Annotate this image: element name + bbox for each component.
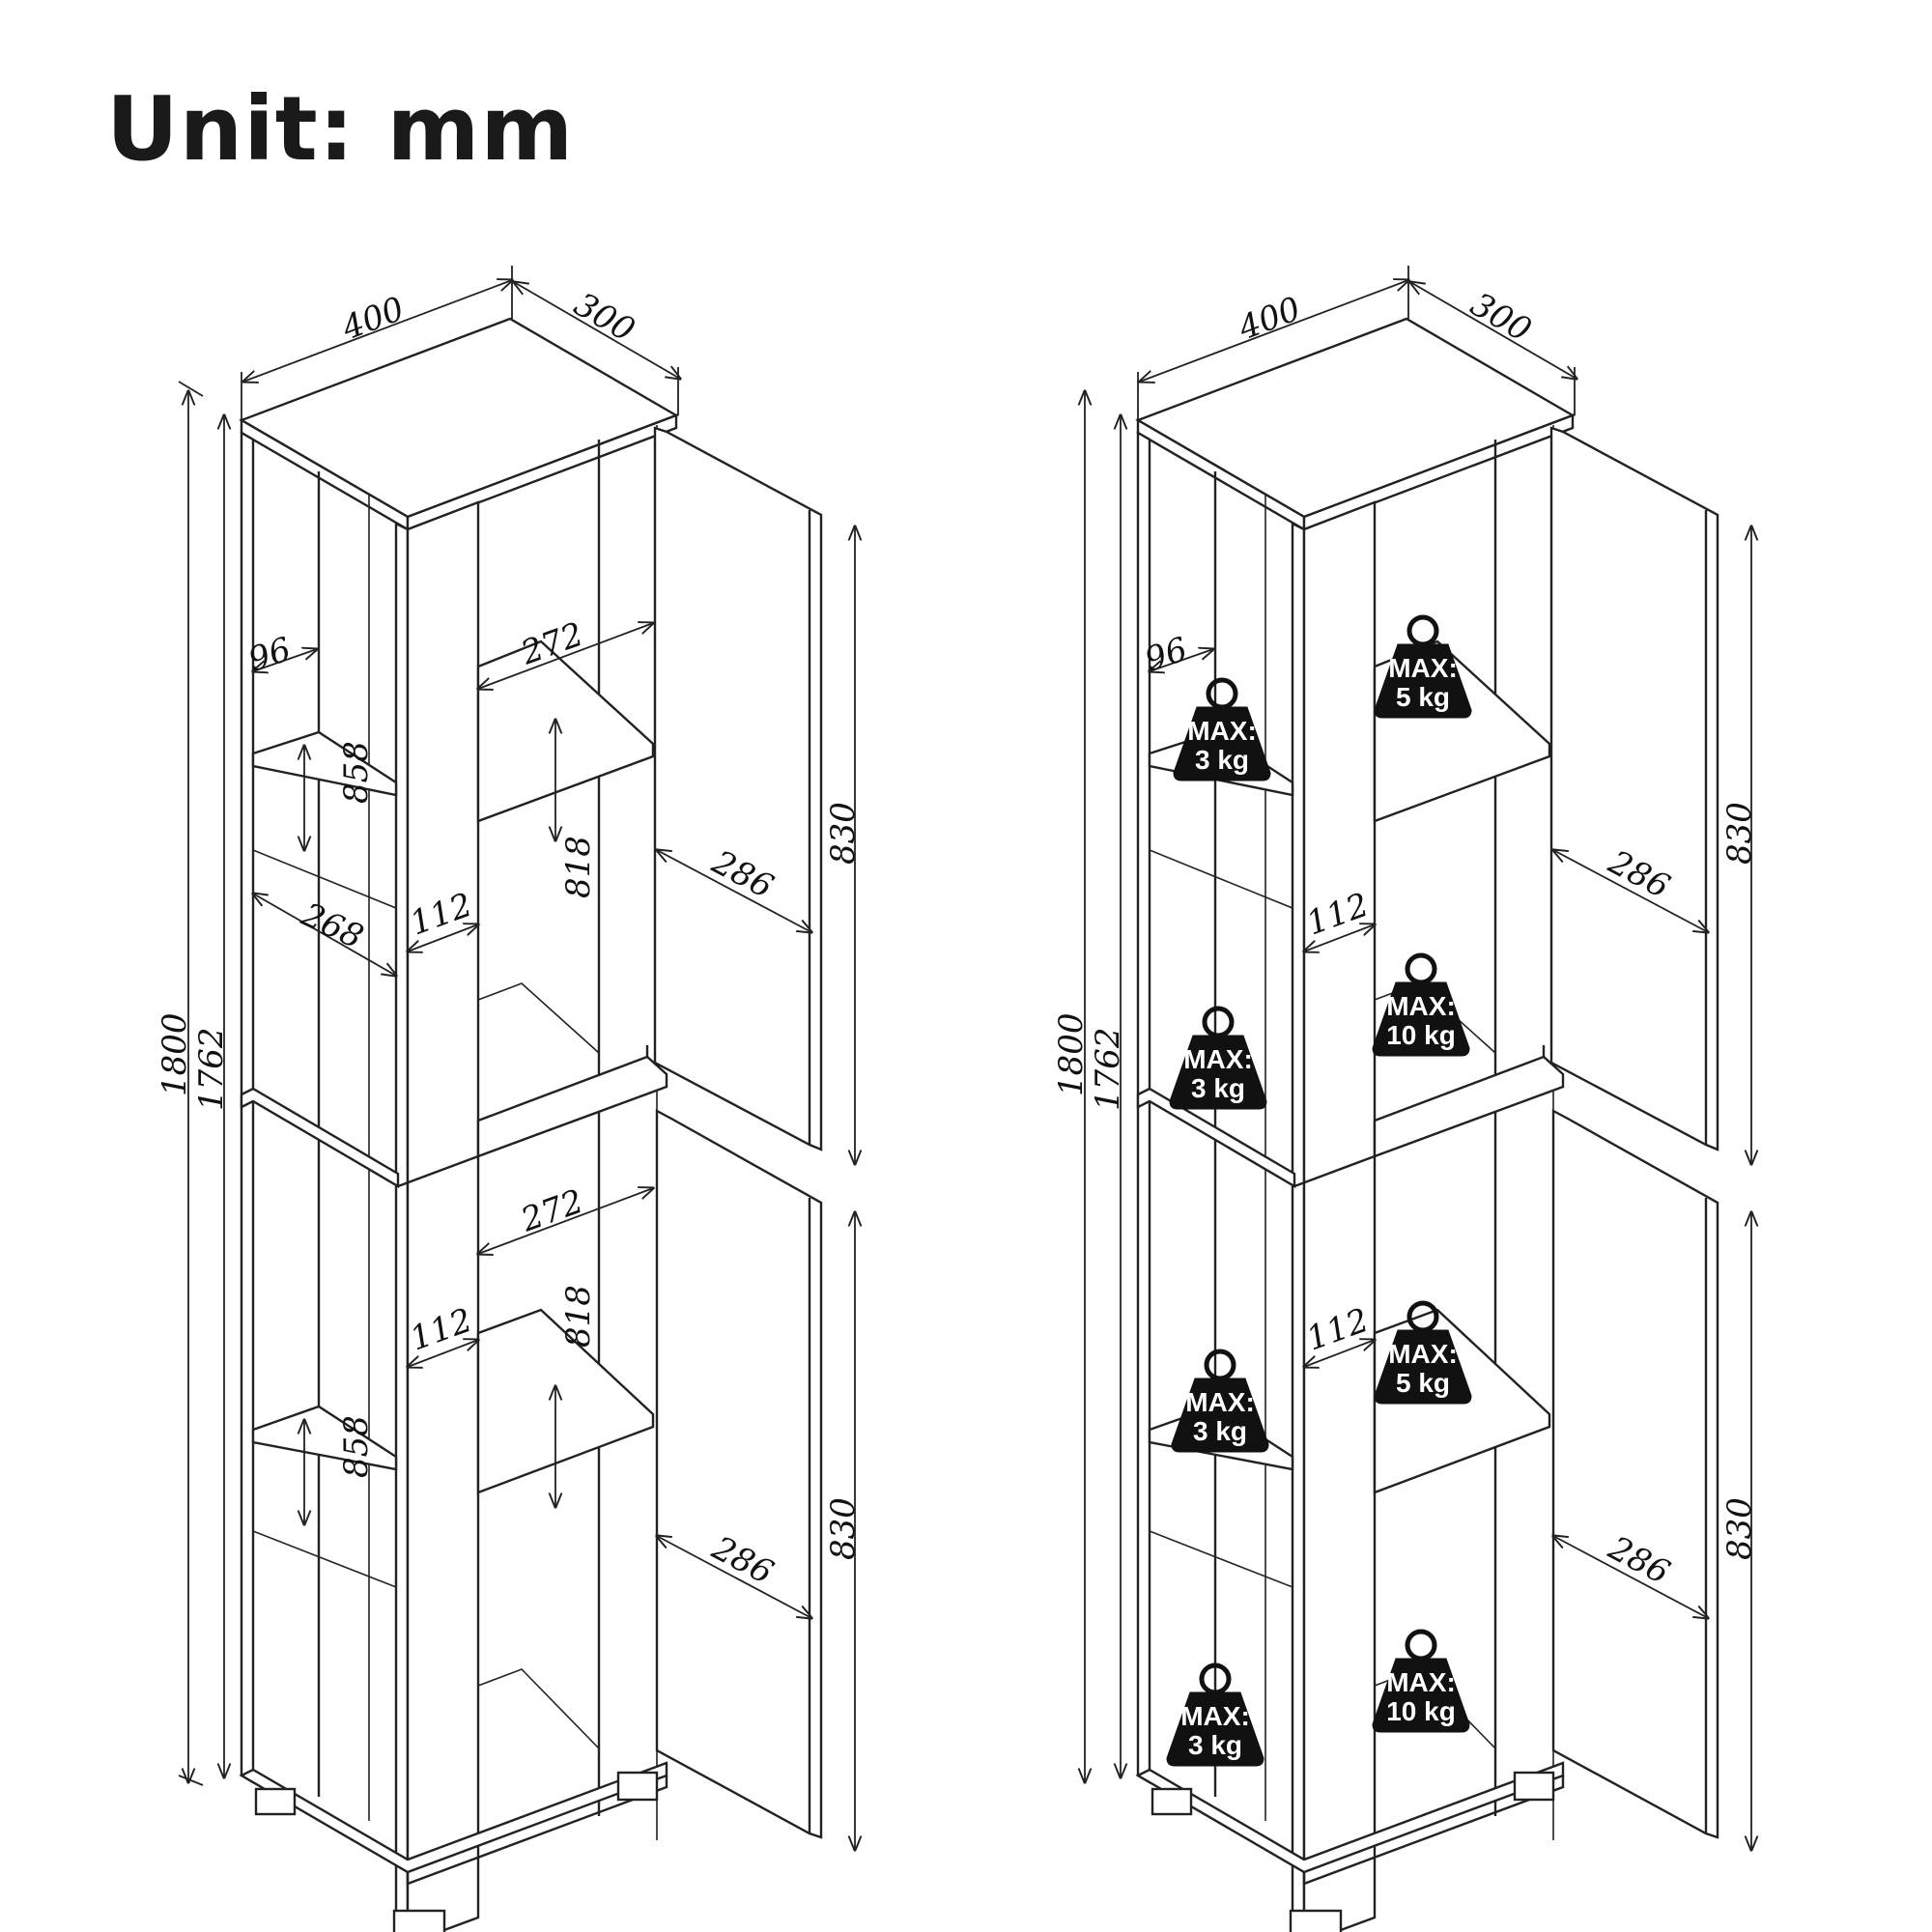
weight-value-label: 3 kg xyxy=(1191,1073,1245,1103)
weight-icon: MAX: 5 kg xyxy=(1375,617,1471,718)
unit-title: Unit: mm xyxy=(106,77,575,181)
weight-icon: MAX: 10 kg xyxy=(1373,955,1469,1056)
weight-icon: MAX: 3 kg xyxy=(1167,1665,1264,1766)
dim-total-height-label-right: 1800 xyxy=(1052,1012,1091,1096)
dim-upper-door-height-label-right: 830 xyxy=(1720,802,1759,865)
weight-max-label: MAX: xyxy=(1388,1339,1458,1369)
dim-lower-door-height-label-right: 830 xyxy=(1720,1497,1759,1560)
dim-lower-shelf-depth-label: 272 xyxy=(515,1182,588,1240)
dim-upper-center-height-label: 818 xyxy=(559,836,598,898)
weight-value-label: 5 kg xyxy=(1396,1368,1450,1398)
weight-max-label: MAX: xyxy=(1180,1701,1250,1731)
weight-max-label: MAX: xyxy=(1386,991,1456,1021)
weight-value-label: 3 kg xyxy=(1193,1416,1247,1446)
dim-upper-shelf-depth-label: 272 xyxy=(515,615,588,673)
cabinet-view-dimensions: 400 300 1800 1762 830 286 830 286 272 27… xyxy=(156,266,863,1932)
weight-value-label: 10 kg xyxy=(1386,1020,1456,1050)
dim-total-height-label: 1800 xyxy=(156,1012,194,1096)
weight-icon: MAX: 5 kg xyxy=(1375,1303,1471,1404)
dim-lower-side-height-label: 858 xyxy=(337,1415,376,1478)
weight-max-label: MAX: xyxy=(1388,653,1458,683)
dim-side-shelf-width-label: 268 xyxy=(295,895,369,956)
weight-value-label: 5 kg xyxy=(1396,682,1450,712)
weight-value-label: 10 kg xyxy=(1386,1696,1456,1726)
weight-value-label: 3 kg xyxy=(1195,745,1249,775)
dim-depth-label-right: 300 xyxy=(1464,285,1538,350)
weight-icon: MAX: 3 kg xyxy=(1170,1009,1266,1109)
weight-value-label: 3 kg xyxy=(1188,1730,1242,1760)
weight-icon: MAX: 3 kg xyxy=(1174,680,1270,781)
dim-upper-door-height-label: 830 xyxy=(824,802,863,865)
dim-depth-label: 300 xyxy=(568,285,641,350)
weight-icon: MAX: 3 kg xyxy=(1172,1351,1268,1452)
dim-width-label: 400 xyxy=(336,290,410,349)
cabinet-view-loads: 400 300 1800 1762 830 286 830 286 112 11… xyxy=(1052,266,1759,1932)
weight-max-label: MAX: xyxy=(1183,1044,1253,1074)
dim-lower-door-height-label: 830 xyxy=(824,1497,863,1560)
dim-body-height-label: 1762 xyxy=(192,1027,231,1111)
dim-body-height-label-right: 1762 xyxy=(1089,1027,1127,1111)
weight-icon: MAX: 10 kg xyxy=(1373,1632,1469,1732)
dim-lower-center-height-label: 818 xyxy=(559,1285,598,1348)
weight-max-label: MAX: xyxy=(1187,716,1257,746)
weight-max-label: MAX: xyxy=(1185,1387,1255,1417)
dim-width-label-right: 400 xyxy=(1233,290,1306,349)
weight-max-label: MAX: xyxy=(1386,1667,1456,1697)
cabinet-outline-left xyxy=(240,317,823,1932)
dim-upper-side-height-label: 858 xyxy=(337,741,376,804)
